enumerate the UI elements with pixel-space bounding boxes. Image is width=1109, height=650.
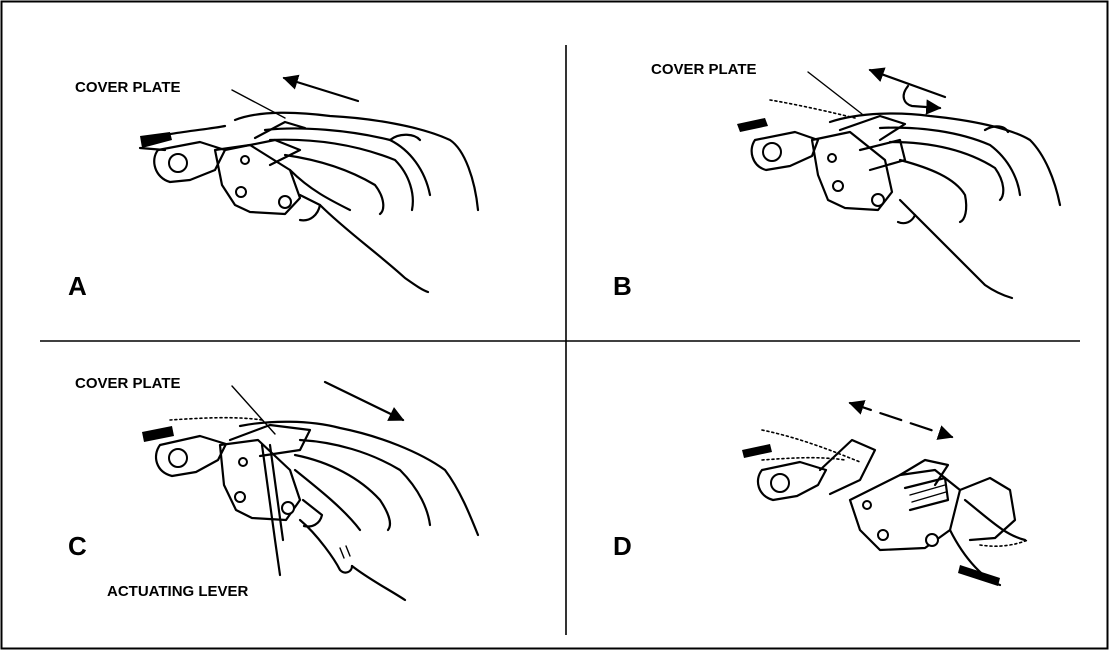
arrow-left-icon xyxy=(284,78,358,101)
leader-line xyxy=(808,72,862,114)
hand-on-latch-illustration xyxy=(140,113,478,292)
panel-c: COVER PLATE ACTUATING LEVER C xyxy=(68,375,478,600)
cover-plate-label: COVER PLATE xyxy=(651,61,757,78)
cover-plate-label: COVER PLATE xyxy=(75,79,181,96)
panel-letter-b: B xyxy=(613,271,632,301)
arrow-right-icon xyxy=(325,382,403,420)
dashed-double-arrow-icon xyxy=(850,403,952,437)
latch-assembly-illustration xyxy=(742,430,1028,586)
panel-letter-c: C xyxy=(68,531,87,561)
actuating-lever-label: ACTUATING LEVER xyxy=(107,583,249,600)
panel-letter-d: D xyxy=(613,531,632,561)
panel-a: COVER PLATE A xyxy=(68,78,478,301)
hand-on-latch-illustration xyxy=(142,418,478,600)
leader-line xyxy=(232,386,275,434)
cover-plate-label: COVER PLATE xyxy=(75,375,181,392)
arrow-left-return-icon xyxy=(870,70,945,108)
panel-b: COVER PLATE B xyxy=(613,61,1060,301)
panel-letter-a: A xyxy=(68,271,87,301)
hand-on-latch-illustration xyxy=(737,100,1060,298)
panel-d: D xyxy=(613,403,1028,586)
